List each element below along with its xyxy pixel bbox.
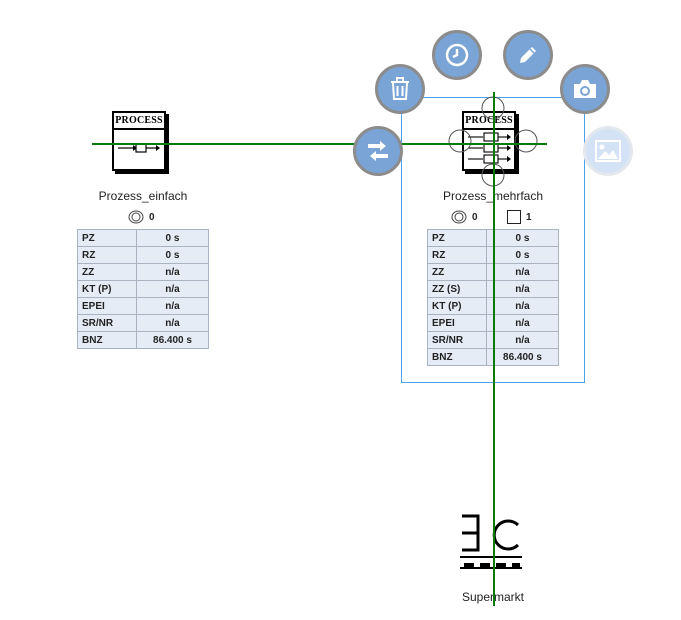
row-value: 86.400 s [136,331,209,349]
row-key: KT (P) [427,297,487,315]
machine-count: 1 [526,211,532,223]
row-value: n/a [486,280,559,298]
row-key: BNZ [77,331,137,349]
operator-counter: 0 [451,210,478,224]
delete-button[interactable] [375,64,425,114]
camera-icon [574,80,596,98]
snapshot-button[interactable] [560,64,610,114]
row-key: ZZ [427,263,487,281]
table-row: KT (P)n/a [427,297,559,315]
image-icon [595,140,621,162]
row-key: RZ [77,246,137,264]
image-button[interactable] [583,126,633,176]
clock-icon [445,43,469,67]
process-header: PROCESS [114,113,164,130]
trash-icon [391,77,409,100]
row-value: n/a [136,297,209,315]
vertical-connector-line [493,92,495,606]
pencil-icon [520,47,536,63]
operator-icon [128,210,144,224]
row-key: PZ [77,229,137,247]
swap-button[interactable] [353,126,403,176]
row-value: 0 s [486,229,559,247]
row-value: n/a [486,331,559,349]
row-key: EPEI [427,314,487,332]
edit-button[interactable] [503,30,553,80]
row-value: n/a [486,314,559,332]
operator-count: 0 [472,211,478,223]
row-value: 0 s [486,246,559,264]
row-key: ZZ (S) [427,280,487,298]
machine-icon [507,210,521,224]
process-single-icon[interactable]: PROCESS [112,111,166,171]
row-key: KT (P) [77,280,137,298]
operator-counter: 0 [128,210,155,224]
machine-counter: 1 [507,210,532,224]
row-value: n/a [136,263,209,281]
row-key: PZ [427,229,487,247]
table-row: ZZ (S)n/a [427,280,559,298]
row-value: n/a [136,280,209,298]
row-key: EPEI [77,297,137,315]
row-value: 0 s [136,246,209,264]
row-value: n/a [136,314,209,332]
row-value: 0 s [136,229,209,247]
table-row: KT (P)n/a [77,280,209,298]
row-value: n/a [486,263,559,281]
process-header: PROCESS [464,113,514,130]
row-key: BNZ [427,348,487,366]
row-key: ZZ [77,263,137,281]
multi-process-arrows-icon [468,132,511,164]
single-process-arrow-icon [118,143,160,153]
row-key: SR/NR [77,314,137,332]
operator-icon [451,210,467,224]
process-einfach-label: Prozess_einfach [98,189,188,203]
swap-arrows-icon [368,141,388,161]
horizontal-connector-line [92,143,547,145]
row-key: RZ [427,246,487,264]
row-value: n/a [486,297,559,315]
supermarket-icon[interactable] [458,513,524,571]
row-value: 86.400 s [486,348,559,366]
row-key: SR/NR [427,331,487,349]
operator-count: 0 [149,211,155,223]
history-button[interactable] [432,30,482,80]
